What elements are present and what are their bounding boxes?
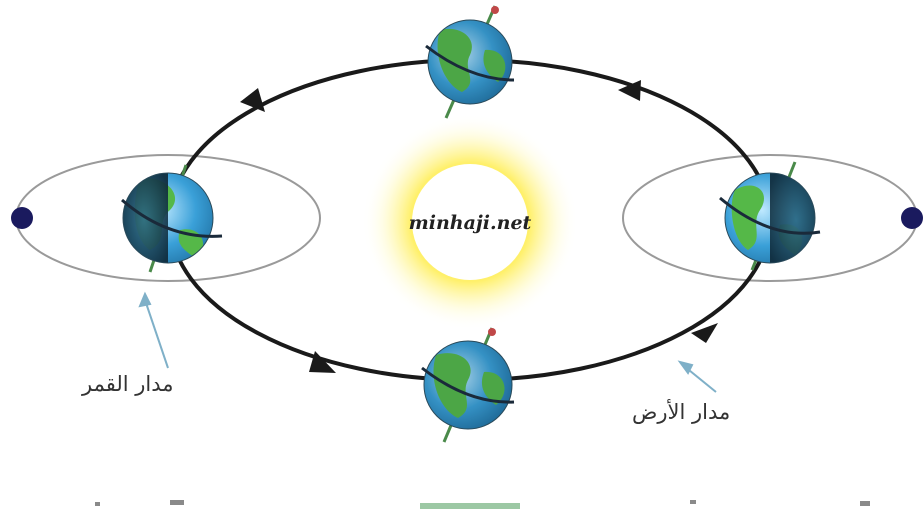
moon-orbit-pointer [145, 300, 168, 368]
earth-bottom [422, 328, 514, 442]
earth-right [720, 162, 822, 270]
watermark: minhaji.net [409, 212, 532, 234]
earth-top [425, 6, 515, 118]
moon-orbit-label: مدار القمر [82, 372, 174, 396]
moon-right [901, 207, 923, 229]
earth-left [120, 165, 222, 272]
cropped-bottom-marks [95, 500, 870, 509]
moon-left [11, 207, 33, 229]
earth-orbit-label: مدار الأرض [632, 400, 730, 424]
